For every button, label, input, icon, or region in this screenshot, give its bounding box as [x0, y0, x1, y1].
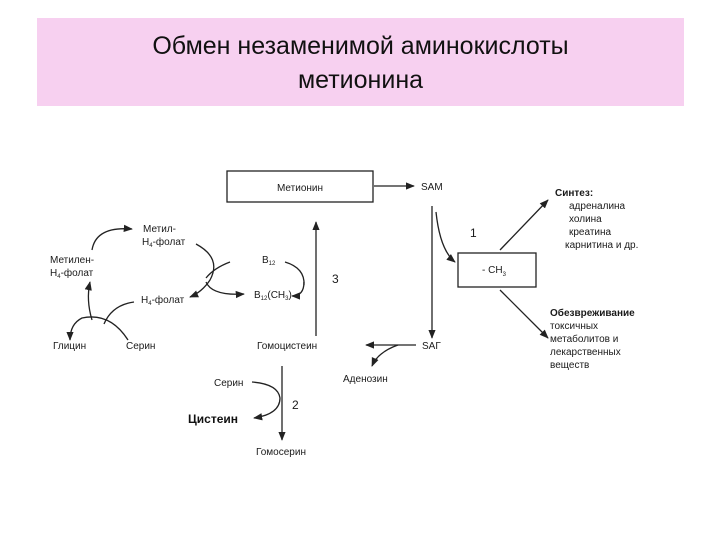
- reaction-number-2: 2: [292, 398, 299, 412]
- title-banner: Обмен незаменимой аминокислоты метионина: [37, 18, 684, 106]
- arrow-to-detoxification: [499, 289, 549, 339]
- adenosine-label: Аденозин: [343, 374, 388, 385]
- detoxification-title: Обезвреживание: [550, 307, 635, 319]
- methylene-h4-folate-line-1: Метилен-: [50, 255, 94, 266]
- methyl-b12-label: B12(CH3): [254, 290, 292, 302]
- synthesis-item: холина: [569, 214, 602, 225]
- arrow-to-adenosine: [371, 344, 399, 367]
- page-title-line-1: Обмен незаменимой аминокислоты: [152, 32, 569, 60]
- glycine-label: Глицин: [53, 341, 86, 352]
- detoxification-item: токсичных: [550, 321, 598, 332]
- methionine-box: [226, 170, 374, 203]
- b12-crossing-curve: [205, 261, 231, 279]
- arrow-serine-to-glycine: [66, 316, 129, 341]
- detoxification-item: веществ: [550, 360, 589, 371]
- arrow-to-synthesis: [499, 199, 549, 251]
- reaction-number-3: 3: [332, 272, 339, 286]
- arrow-to-methyl-b12: [291, 281, 305, 300]
- synthesis-item: адреналина: [569, 201, 626, 212]
- reaction-number-1: 1: [470, 226, 477, 240]
- methionine-label: Метионин: [277, 183, 323, 194]
- arrow-to-methylene: [84, 281, 93, 321]
- h4-folate-label: H4-фолат: [141, 294, 185, 307]
- synthesis-item: карнитина и др.: [565, 240, 638, 251]
- homoserine-label: Гомосерин: [256, 447, 306, 458]
- detoxification-item: метаболитов и: [550, 333, 618, 345]
- serine-bottom-label: Серин: [214, 378, 243, 389]
- b12-label: B12: [262, 255, 276, 267]
- arc-b12: [284, 261, 305, 286]
- methyl-group-label: - CH3: [482, 265, 507, 278]
- methyl-group-box: [457, 252, 537, 288]
- methyl-h4-folate-line-1: Метил-: [143, 224, 176, 235]
- synthesis-item: креатина: [569, 227, 612, 238]
- arc-h4-folate-down: [103, 301, 135, 325]
- cysteine-label: Цистеин: [188, 412, 238, 426]
- synthesis-title: Синтез:: [555, 188, 593, 199]
- methylene-h4-folate-line-2: H4-фолат: [50, 267, 94, 280]
- arrow-methyl-to-h4-folate: [189, 243, 215, 298]
- page-title-line-2: метионина: [297, 66, 424, 94]
- detoxification-item: лекарственных: [550, 347, 621, 358]
- homocysteine-label: Гомоцистеин: [257, 341, 317, 352]
- arrow-to-methyl-b12-left: [205, 281, 245, 299]
- arrow-serine-to-cysteine: [251, 381, 281, 421]
- sam-label: SAM: [421, 182, 443, 193]
- arrow-methylene-to-methyl: [91, 224, 133, 251]
- serine-left-label: Серин: [126, 341, 155, 352]
- arrow-to-ch3: [435, 211, 456, 263]
- methyl-h4-folate-line-2: H4-фолат: [142, 236, 186, 249]
- sag-label: SAГ: [422, 341, 441, 352]
